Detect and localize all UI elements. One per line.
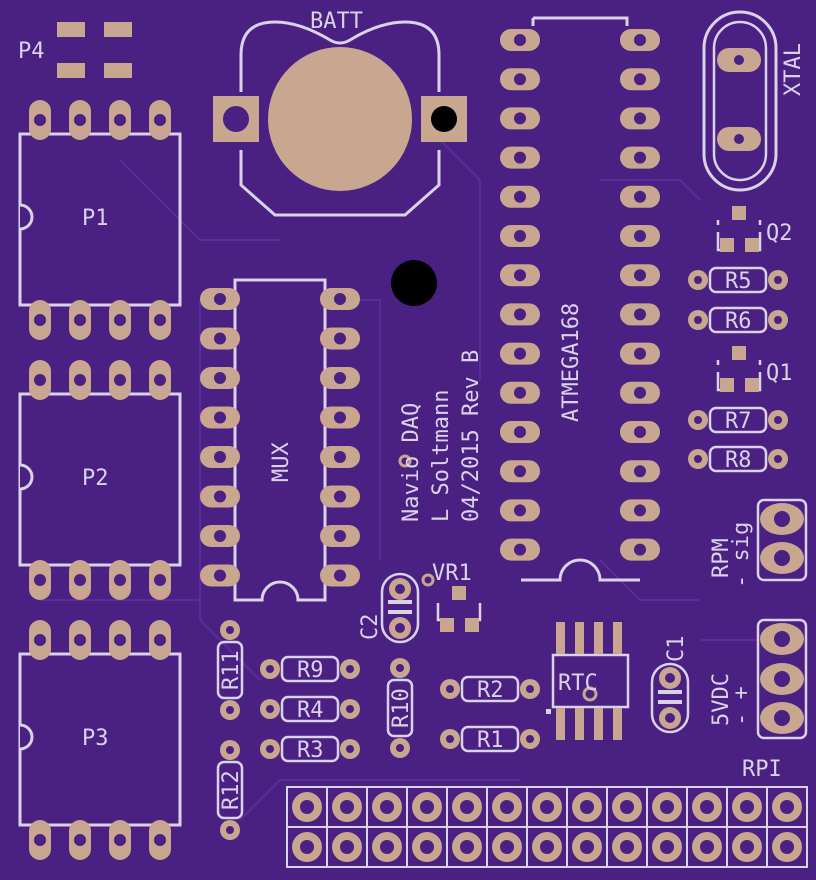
mux-label: MUX	[269, 442, 294, 482]
resistor-outline	[280, 695, 340, 723]
vdc-label: 5VDC	[709, 673, 734, 726]
resistor-outline	[280, 735, 340, 763]
q1-label: Q1	[766, 361, 793, 386]
battery-holder: BATT	[213, 9, 467, 217]
atmega-label: ATMEGA168	[559, 303, 584, 422]
rpm-label: RPM	[709, 538, 734, 578]
rpi-pin-outline	[766, 826, 808, 868]
batt-label: BATT	[310, 9, 363, 34]
rpm-sig-label: - sig	[729, 522, 754, 588]
copper-traces	[40, 139, 760, 821]
resistor-label-r1: R1	[477, 728, 504, 753]
vr1-component: VR1	[421, 561, 482, 632]
p4-component: P4	[18, 22, 132, 78]
credit-text: Navio DAQ L Soltmann 04/2015 Rev B	[398, 350, 484, 522]
resistor-label-r3: R3	[297, 738, 324, 763]
p3-label: P3	[82, 726, 109, 751]
mounting-hole	[391, 260, 437, 306]
resistor-label-r11: R11	[219, 650, 244, 690]
q2-component: Q2	[716, 206, 793, 252]
rpm-connector: RPM - sig	[709, 498, 808, 588]
p4-label: P4	[18, 39, 45, 64]
resistor-outline	[280, 655, 340, 683]
c2-label: C2	[358, 614, 383, 641]
c1-component: C1	[650, 636, 690, 734]
resistor-label-r10: R10	[389, 688, 414, 728]
resistor-label-r4: R4	[297, 698, 324, 723]
mux-pads	[200, 288, 360, 587]
p2-label: P2	[82, 466, 109, 491]
rtc-label: RTC	[558, 671, 598, 696]
resistor-outline	[460, 725, 520, 753]
atmega-component: ATMEGA168	[521, 16, 640, 582]
resistor-label-r2: R2	[477, 678, 504, 703]
resistor-outline	[708, 306, 768, 334]
p1-component: P1	[18, 132, 182, 307]
resistor-label-r6: R6	[725, 309, 752, 334]
c2-component: C2	[358, 572, 420, 644]
p2-component: P2	[18, 392, 182, 567]
c1-label: C1	[664, 636, 689, 663]
rtc-component: RTC	[546, 622, 630, 740]
resistor-label-r12: R12	[219, 770, 244, 810]
resistor-outline	[460, 675, 520, 703]
p-series-pads	[29, 100, 171, 860]
xtal-label: XTAL	[781, 43, 806, 96]
p3-component: P3	[18, 652, 182, 827]
mux-component: MUX	[233, 278, 327, 602]
resistor-label-r7: R7	[725, 409, 752, 434]
resistor-label-r5: R5	[725, 269, 752, 294]
credit-line-2: L Soltmann	[429, 390, 454, 522]
credit-line-1: Navio DAQ	[399, 403, 424, 522]
resistor-outline	[708, 266, 768, 294]
resistor-outline	[386, 678, 414, 738]
resistor-outline	[708, 406, 768, 434]
credit-line-3: 04/2015 Rev B	[459, 350, 484, 522]
power-connector: 5VDC - +	[709, 618, 808, 740]
vdc-polarity-label: - +	[729, 686, 754, 726]
xtal-component: XTAL	[702, 10, 806, 192]
rpi-header-pins	[286, 786, 808, 868]
resistor-label-r9: R9	[297, 658, 324, 683]
rpi-label: RPI	[742, 757, 782, 782]
resistor-outline	[216, 760, 244, 820]
q1-component: Q1	[716, 346, 793, 392]
resistor-label-r8: R8	[725, 448, 752, 473]
atmega-pads	[500, 29, 660, 561]
p1-label: P1	[82, 206, 109, 231]
resistor-outline	[708, 445, 768, 473]
rpi-header: RPI	[742, 757, 782, 782]
q2-label: Q2	[766, 221, 793, 246]
vr1-label: VR1	[432, 561, 472, 586]
resistor-outline	[216, 640, 244, 700]
